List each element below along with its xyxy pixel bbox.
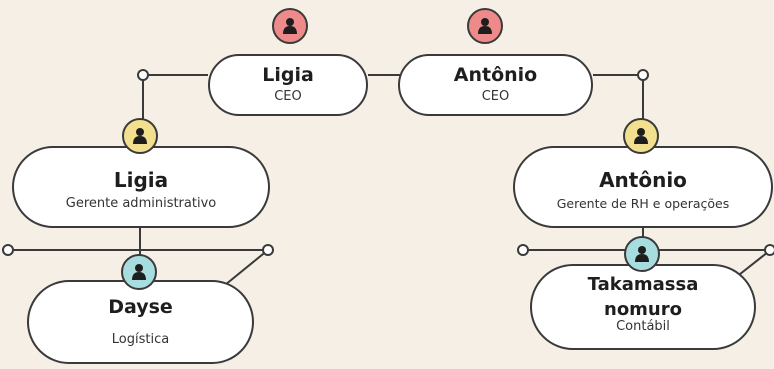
node-role: Contábil [616,319,670,334]
node-name-line1: Takamassa [587,274,699,295]
node-role: CEO [274,89,302,104]
person-icon [121,254,157,290]
connector-dot [517,244,529,256]
connector-dot [262,244,274,256]
node-role: CEO [481,89,510,104]
node-name: Antônio [599,168,687,192]
node-name: Ligia [262,64,314,86]
node-ceo-antonio[interactable]: Antônio CEO [398,54,593,116]
node-role: Gerente de RH e operações [556,196,730,211]
node-staff-dayse[interactable]: Dayse Logística [27,280,254,364]
person-icon [623,118,659,154]
node-name: Dayse [108,296,173,318]
connector-dot [2,244,14,256]
node-name: Ligia [113,168,169,192]
node-staff-takamassa[interactable]: Takamassa nomuro Contábil [530,264,756,350]
node-name: Antônio [453,64,538,86]
node-name-line2: nomuro [604,299,682,320]
connector-dot [764,244,774,256]
node-ceo-ligia[interactable]: Ligia CEO [208,54,368,116]
person-icon [122,118,158,154]
node-manager-ligia[interactable]: Ligia Gerente administrativo [12,146,270,228]
left-staff-diagonal-line [224,249,269,286]
person-icon [272,8,308,44]
node-role: Gerente administrativo [65,196,217,211]
connector-dot [637,69,649,81]
node-role: Logística [111,332,170,347]
person-icon [624,236,660,272]
connector-dot [137,69,149,81]
node-manager-antonio[interactable]: Antônio Gerente de RH e operações [513,146,773,228]
person-icon [467,8,503,44]
